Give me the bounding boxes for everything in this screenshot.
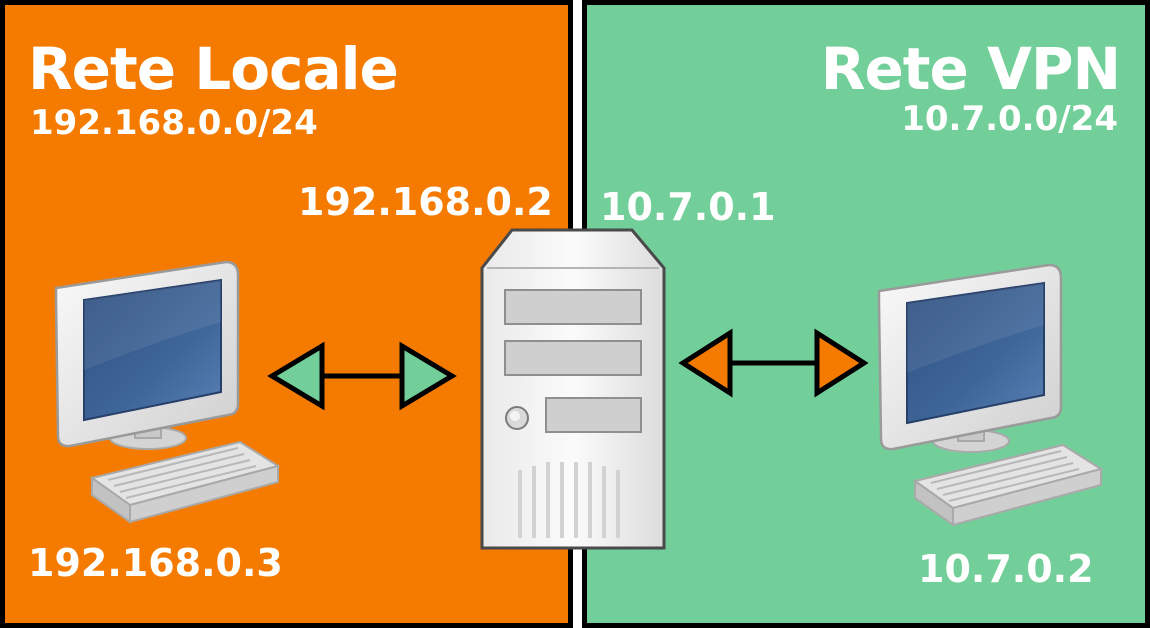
local-server-ip-label: 192.168.0.2 [298,180,553,224]
vpn-client-computer-icon [877,263,1103,527]
local-link-double-arrow-icon [267,341,457,411]
local-network-title: Rete Locale [28,35,399,103]
local-subnet-label: 192.168.0.0/24 [30,103,318,143]
local-client-ip-label: 192.168.0.3 [28,541,283,585]
vpn-network-title: Rete VPN [820,35,1121,103]
vpn-server-ip-label: 10.7.0.1 [600,185,776,229]
local-client-computer-icon [54,260,280,524]
server-tower-icon [480,228,666,550]
vpn-client-ip-label: 10.7.0.2 [918,547,1094,591]
vpn-link-double-arrow-icon [678,328,869,398]
vpn-subnet-label: 10.7.0.0/24 [901,99,1118,139]
